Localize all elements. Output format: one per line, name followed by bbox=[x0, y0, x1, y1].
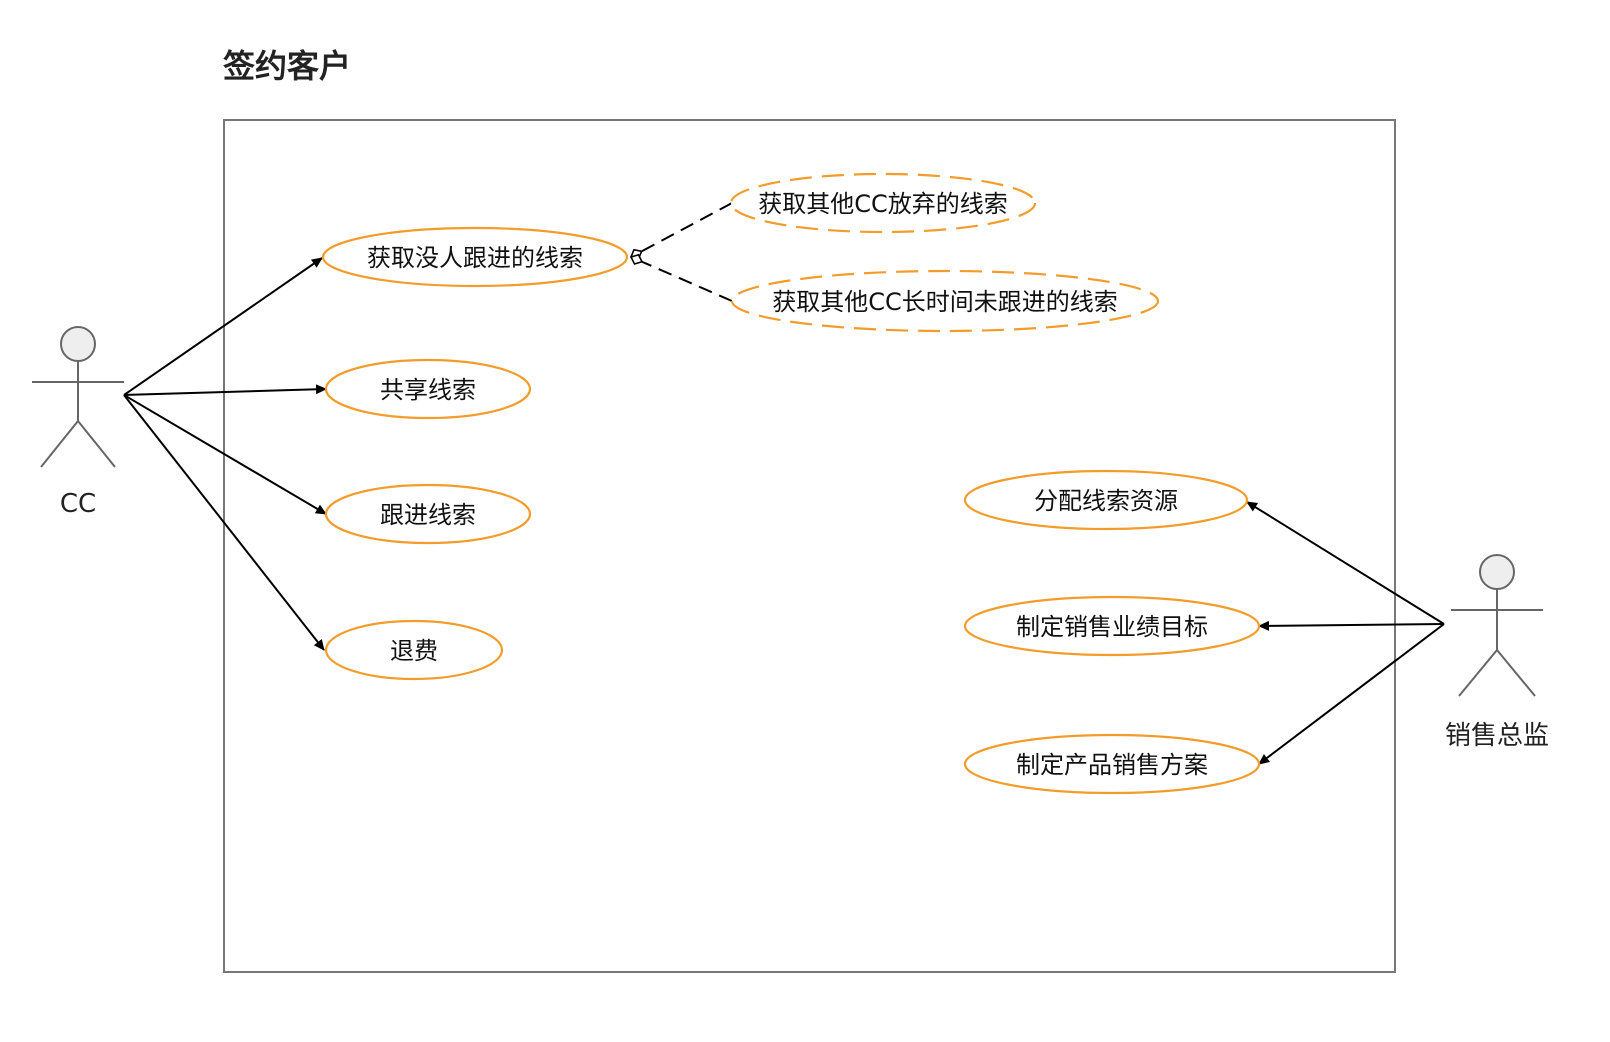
actor-head-icon bbox=[60, 326, 96, 362]
use-case-get-stale-leads[interactable]: 获取其他CC长时间未跟进的线索 bbox=[730, 269, 1160, 333]
use-case-set-product-sales-plan[interactable]: 制定产品销售方案 bbox=[963, 733, 1261, 795]
association-cc-get-unfollowed-leads bbox=[123, 257, 323, 396]
use-case-label: 制定销售业绩目标 bbox=[1016, 613, 1208, 641]
actor-head-icon bbox=[1479, 554, 1515, 590]
actor-label: 销售总监 bbox=[1445, 721, 1549, 751]
use-case-follow-up-leads[interactable]: 跟进线索 bbox=[324, 483, 532, 545]
association-cc-share-leads bbox=[123, 384, 327, 396]
use-case-label: 获取没人跟进的线索 bbox=[367, 244, 583, 272]
use-case-label: 分配线索资源 bbox=[1034, 487, 1178, 515]
association-cc-refund bbox=[123, 394, 325, 651]
use-case-label: 制定产品销售方案 bbox=[1016, 751, 1208, 779]
use-case-refund[interactable]: 退费 bbox=[324, 619, 504, 681]
use-case-label: 共享线索 bbox=[380, 376, 476, 404]
use-case-share-leads[interactable]: 共享线索 bbox=[324, 358, 532, 420]
use-case-label: 获取其他CC长时间未跟进的线索 bbox=[772, 288, 1118, 316]
use-case-label: 跟进线索 bbox=[380, 501, 476, 529]
actor-cc[interactable]: CC bbox=[32, 326, 124, 519]
actor-sales-director[interactable]: 销售总监 bbox=[1445, 554, 1549, 751]
association-director-set-sales-targets bbox=[1258, 620, 1445, 631]
association-cc-follow-up-leads bbox=[123, 394, 327, 515]
association-director-allocate-lead-resources bbox=[1246, 501, 1445, 625]
use-case-get-unfollowed-leads[interactable]: 获取没人跟进的线索 bbox=[321, 226, 629, 288]
use-case-label: 退费 bbox=[390, 637, 438, 665]
dependency-stale-to-unfollowed bbox=[631, 257, 733, 302]
association-director-set-product-sales-plan bbox=[1258, 623, 1445, 765]
diagram-title: 签约客户 bbox=[223, 47, 351, 85]
dependency-abandoned-to-unfollowed bbox=[631, 202, 733, 257]
use-case-allocate-lead-resources[interactable]: 分配线索资源 bbox=[963, 469, 1249, 531]
actor-label: CC bbox=[60, 489, 96, 519]
use-case-get-abandoned-leads[interactable]: 获取其他CC放弃的线索 bbox=[729, 172, 1037, 234]
use-case-set-sales-targets[interactable]: 制定销售业绩目标 bbox=[963, 595, 1261, 657]
use-case-label: 获取其他CC放弃的线索 bbox=[758, 190, 1008, 218]
